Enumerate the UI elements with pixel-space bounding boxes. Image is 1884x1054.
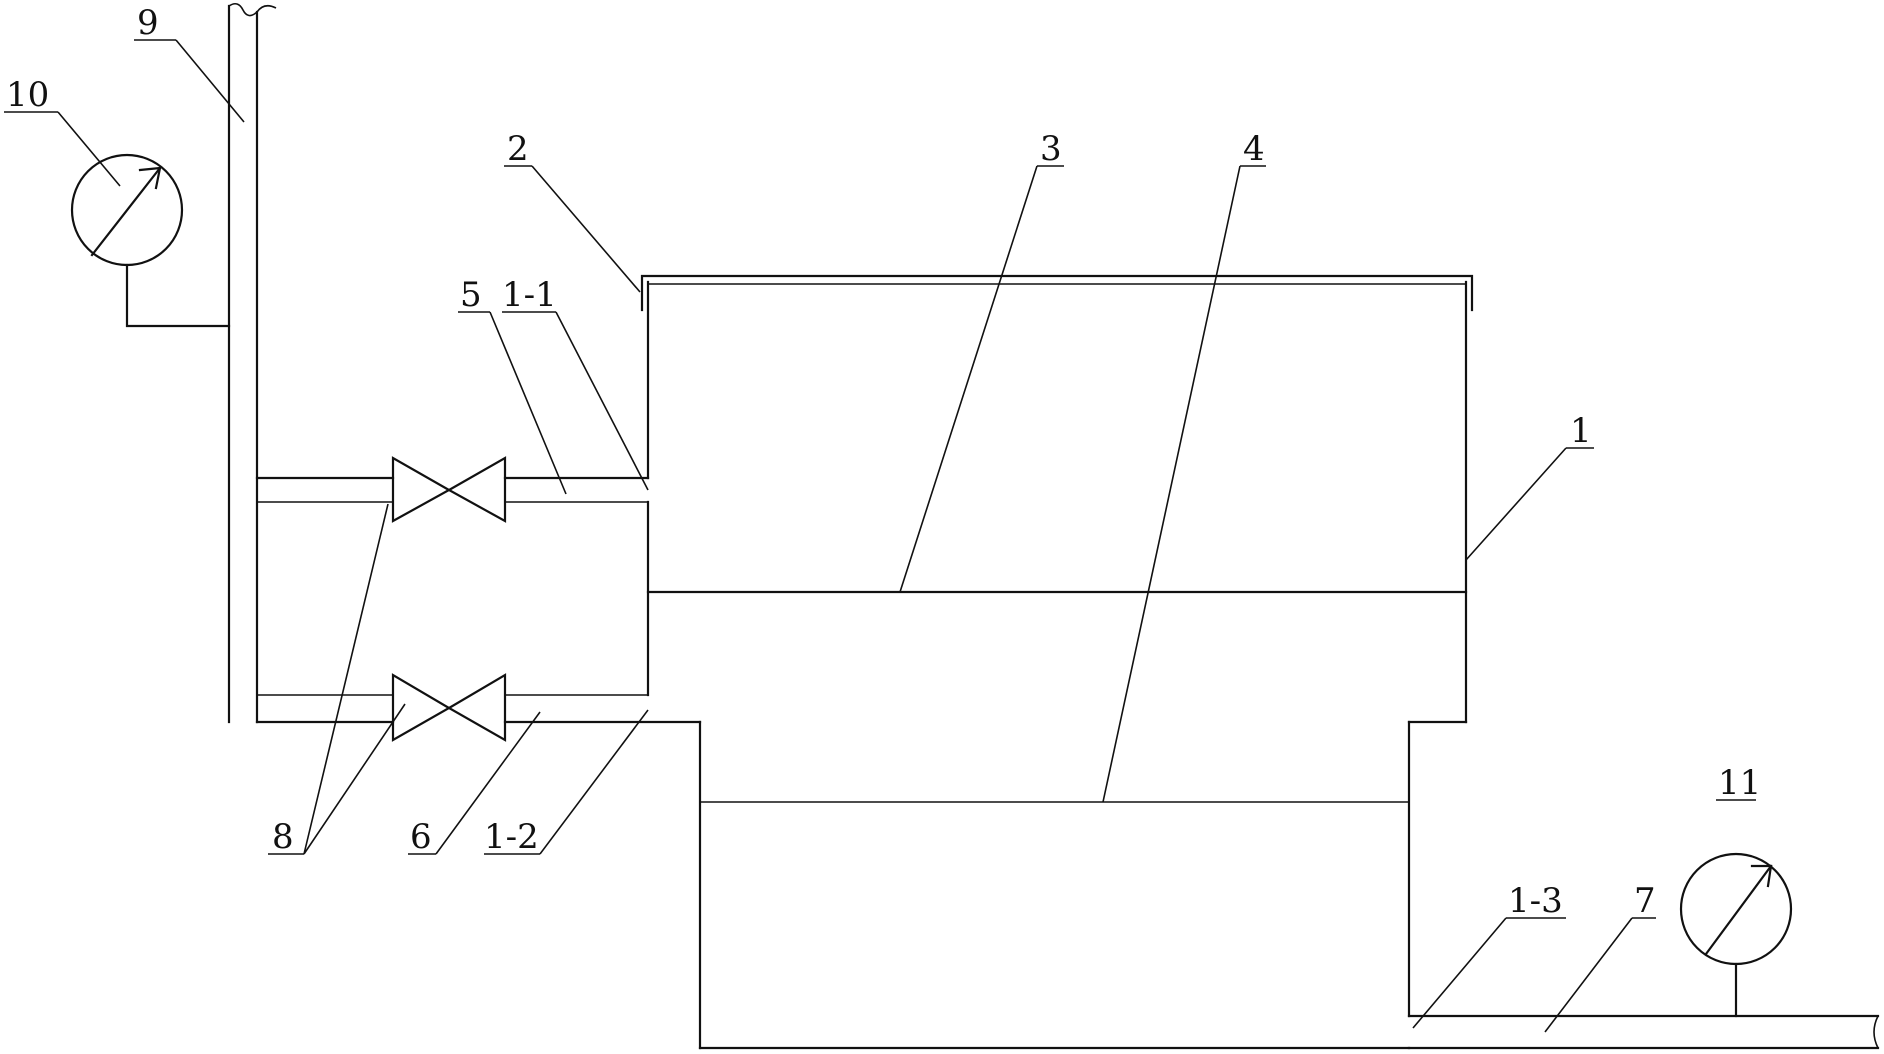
upper-branch-pipe	[255, 476, 650, 503]
label-2: 2	[507, 129, 529, 169]
label-1-3: 1-3	[1508, 881, 1563, 921]
label-3: 3	[1040, 129, 1062, 169]
label-6: 6	[410, 817, 432, 857]
label-4: 4	[1243, 129, 1265, 169]
label-1-2: 1-2	[484, 817, 539, 857]
label-1-1: 1-1	[502, 275, 557, 315]
tank-body	[646, 280, 1468, 1050]
outlet-pipe	[1407, 1014, 1880, 1050]
cover-plate	[640, 274, 1474, 312]
lower-valve	[391, 673, 507, 742]
label-7: 7	[1634, 881, 1656, 921]
vertical-pipe	[227, 2, 277, 724]
pressure-gauge-bottom	[1679, 852, 1793, 1018]
label-8: 8	[272, 817, 294, 857]
label-1: 1	[1570, 411, 1592, 451]
pressure-gauge-top	[70, 153, 231, 328]
label-5: 5	[460, 275, 482, 315]
label-10: 10	[6, 75, 49, 115]
upper-valve	[391, 456, 507, 523]
label-11: 11	[1718, 763, 1761, 803]
leader-lines	[4, 39, 1756, 1033]
label-9: 9	[137, 3, 159, 43]
lower-branch-pipe	[255, 694, 702, 724]
